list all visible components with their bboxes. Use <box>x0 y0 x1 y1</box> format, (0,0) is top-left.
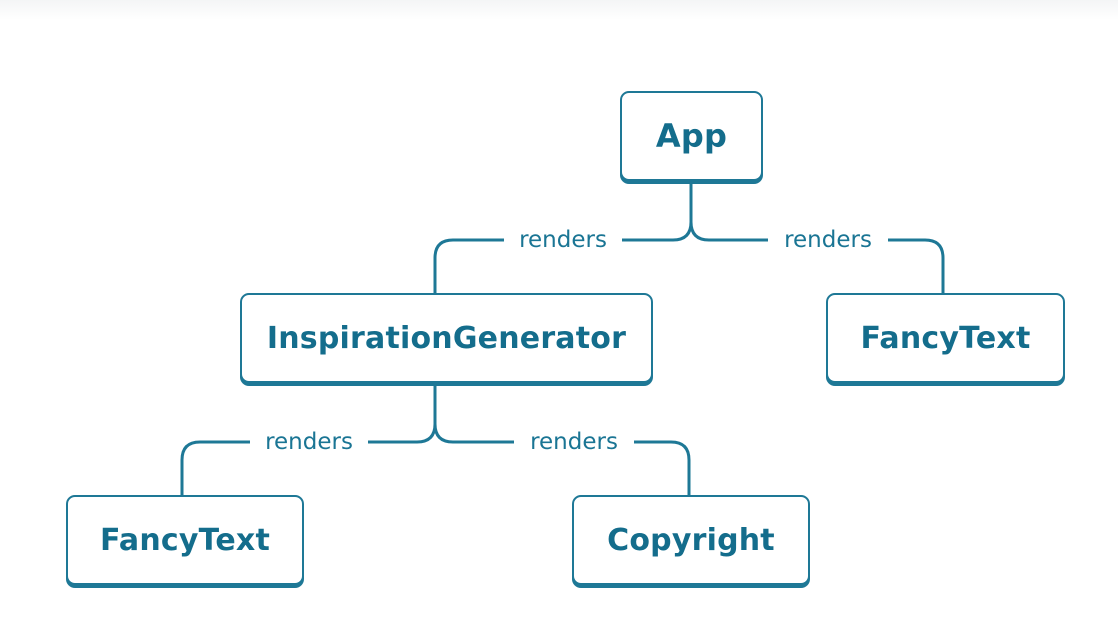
top-band <box>0 0 1118 20</box>
edge-label-inspiration-fancytext: renders <box>250 427 368 457</box>
node-fancy-text-left: FancyText <box>66 495 304 585</box>
connector-inspiration-copyright <box>433 422 691 497</box>
connector-app-fancytext <box>689 220 945 295</box>
edge-label-inspiration-copyright: renders <box>514 427 634 457</box>
edge-label-app-inspiration: renders <box>504 225 622 255</box>
node-inspiration-generator: InspirationGenerator <box>240 293 653 383</box>
node-copyright: Copyright <box>572 495 810 585</box>
edge-label-app-fancytext: renders <box>768 225 888 255</box>
node-fancy-text-right: FancyText <box>826 293 1065 383</box>
node-app: App <box>620 91 763 181</box>
